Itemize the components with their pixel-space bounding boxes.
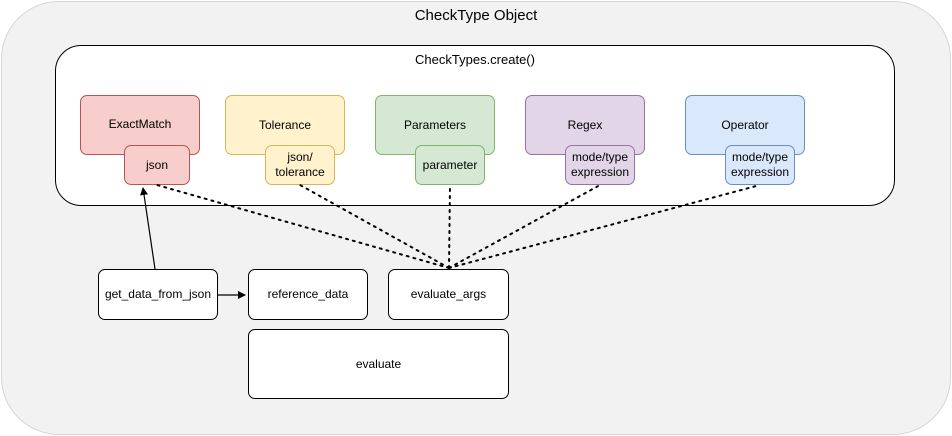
dotted-link-regex [448, 184, 601, 269]
reference-data-box: reference_data [248, 269, 368, 320]
regex-arg-line1: mode/type [571, 150, 629, 164]
operator-arg-line2: expression [730, 165, 790, 179]
parameters-arg-line1: parameter [422, 157, 478, 172]
parameters-arg-box: parameter [415, 145, 485, 185]
parameters-label: Parameters [403, 117, 467, 132]
tolerance-arg-line1: json/ [287, 150, 313, 164]
get-data-from-json-box: get_data_from_json [98, 269, 218, 320]
checktypes-create-title: CheckTypes.create() [415, 52, 535, 67]
evaluate-box: evaluate [248, 329, 509, 399]
dotted-link-operator [448, 184, 761, 269]
reference-data-label: reference_data [267, 287, 349, 301]
evaluate-args-label: evaluate_args [410, 287, 487, 301]
operator-arg-line1: mode/type [731, 150, 789, 164]
exactmatch-label: ExactMatch [108, 116, 172, 131]
exactmatch-arg-line1: json [145, 157, 168, 172]
evaluate-args-box: evaluate_args [388, 269, 509, 320]
tolerance-label: Tolerance [258, 117, 312, 132]
operator-label: Operator [721, 117, 769, 132]
dotted-link-tolerance [299, 184, 450, 269]
tolerance-arg-line2: tolerance [275, 165, 325, 179]
get-data-from-json-label: get_data_from_json [104, 287, 212, 301]
checktype-object-title: CheckType Object [414, 7, 538, 24]
dotted-link-parameter [448, 184, 451, 269]
evaluate-label: evaluate [355, 356, 402, 371]
regex-arg-line2: expression [570, 165, 630, 179]
dotted-link-json [156, 184, 450, 269]
tolerance-arg-box: json/tolerance [265, 145, 335, 185]
regex-label: Regex [567, 117, 603, 132]
arrow-get-data-to-json [140, 187, 156, 270]
